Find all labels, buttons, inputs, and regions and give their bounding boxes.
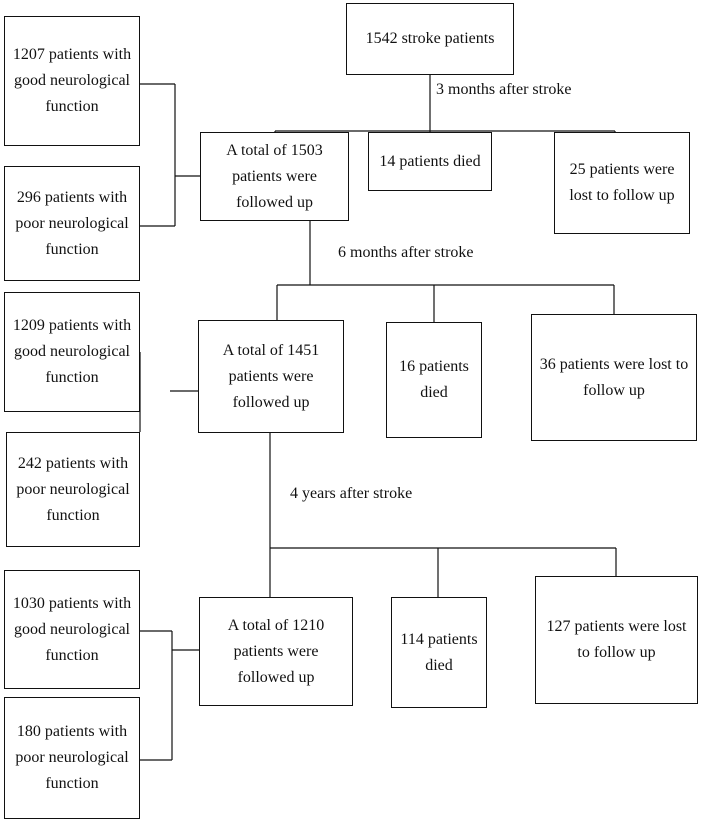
start-text: 1542 stroke patients	[365, 30, 495, 47]
stage3-lost-box: 127 patients were lost to follow up	[535, 576, 698, 704]
stage3-poor-box: 180 patients with poor neurological func…	[4, 697, 140, 819]
stage2-lost-text: 36 patients were lost to follow up	[539, 355, 689, 399]
stage1-died-text: 14 patients died	[379, 152, 481, 170]
stage1-followed-box: A total of 1503 patients were followed u…	[200, 132, 349, 221]
stage3-followed-text: A total of 1210 patients were followed u…	[227, 616, 325, 686]
stage1-poor-text: 296 patients with poor neurological func…	[15, 188, 129, 258]
stage3-followed-box: A total of 1210 patients were followed u…	[199, 597, 353, 706]
stage3-poor-text: 180 patients with poor neurological func…	[15, 723, 129, 792]
stage2-followed-text: A total of 1451 patients were followed u…	[222, 341, 320, 411]
stage3-lost-text: 127 patients were lost to follow up	[546, 618, 687, 661]
stage2-followed-box: A total of 1451 patients were followed u…	[198, 320, 344, 433]
stage3-good-text: 1030 patients with good neurological fun…	[12, 594, 132, 664]
start-box: 1542 stroke patients	[346, 3, 514, 75]
stage1-good-box: 1207 patients with good neurological fun…	[4, 16, 140, 146]
stage3-label: 4 years after stroke	[290, 485, 413, 502]
stage3-good-box: 1030 patients with good neurological fun…	[4, 570, 140, 689]
stage2-label: 6 months after stroke	[338, 244, 474, 261]
stage1-good-text: 1207 patients with good neurological fun…	[12, 46, 132, 115]
stage1-lost-box: 25 patients were lost to follow up	[554, 132, 690, 234]
stage2-poor-text: 242 patients with poor neurological func…	[16, 454, 130, 524]
stage1-poor-box: 296 patients with poor neurological func…	[4, 166, 140, 281]
stage2-lost-box: 36 patients were lost to follow up	[531, 314, 697, 441]
stage1-died-box: 14 patients died	[368, 132, 492, 191]
stage1-followed-text: A total of 1503 patients were followed u…	[226, 141, 323, 211]
stage1-lost-text: 25 patients were lost to follow up	[569, 161, 675, 204]
stage1-label: 3 months after stroke	[436, 81, 572, 98]
stage2-good-box: 1209 patients with good neurological fun…	[4, 292, 140, 412]
stage3-died-text: 114 patients died	[400, 630, 478, 674]
stage2-died-box: 16 patients died	[386, 322, 482, 438]
stage3-died-box: 114 patients died	[391, 597, 487, 708]
stage2-poor-box: 242 patients with poor neurological func…	[6, 432, 140, 547]
stage2-died-text: 16 patients died	[399, 358, 469, 401]
stage2-good-text: 1209 patients with good neurological fun…	[12, 317, 132, 386]
